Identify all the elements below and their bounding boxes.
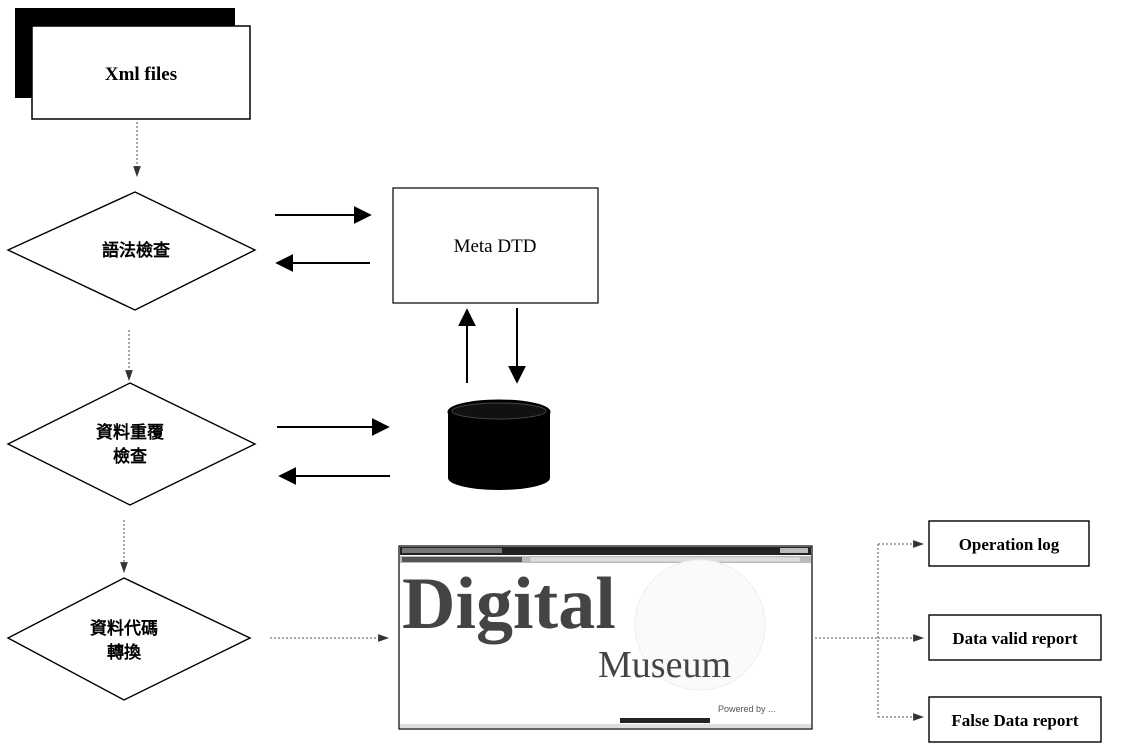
decision-conversion-label-1: 資料代碼: [90, 618, 158, 639]
database-icon: [448, 400, 550, 490]
digital-museum-app-screenshot: Digital Museum Powered by ...: [399, 546, 812, 729]
decision-syntax-check: 語法檢查: [8, 192, 255, 310]
decision-code-conversion: 資料代碼 轉換: [8, 578, 250, 700]
xml-files-node: Xml files: [15, 8, 250, 119]
app-title-word: Digital: [402, 563, 616, 645]
decision-syntax-label: 語法檢查: [102, 240, 171, 261]
app-subtitle-word: Museum: [598, 644, 731, 686]
data-valid-report-label: Data valid report: [952, 629, 1078, 648]
app-footer-text: Powered by ...: [718, 704, 776, 714]
xml-files-label: Xml files: [105, 64, 177, 85]
app-status-bar: [620, 718, 710, 723]
decision-conversion-label-2: 轉換: [107, 642, 142, 663]
false-data-report-label: False Data report: [951, 711, 1078, 730]
output-false-data-report: False Data report: [929, 697, 1101, 742]
decision-duplicate-label-2: 檢查: [113, 446, 148, 467]
meta-dtd-node: Meta DTD: [393, 188, 598, 303]
decision-duplicate-check: 資料重覆 檢查: [8, 383, 255, 505]
decision-duplicate-label-1: 資料重覆: [96, 422, 165, 443]
meta-dtd-label: Meta DTD: [454, 236, 537, 257]
operation-log-label: Operation log: [959, 535, 1060, 554]
output-operation-log: Operation log: [929, 521, 1089, 566]
output-data-valid-report: Data valid report: [929, 615, 1101, 660]
